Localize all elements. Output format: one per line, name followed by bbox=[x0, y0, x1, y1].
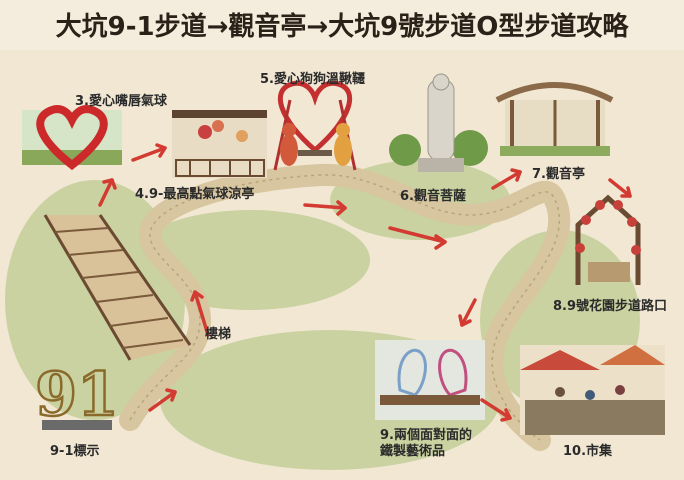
arrow-icon bbox=[480, 398, 512, 422]
stop-label-9-line1: 9.兩個面對面的 bbox=[380, 428, 472, 443]
heart-swing-illustration bbox=[273, 80, 357, 171]
arrow-icon bbox=[303, 200, 347, 216]
nine-one-sign-illustration: 91 bbox=[34, 359, 120, 432]
arrow-icon bbox=[131, 143, 167, 162]
stop-label-3: 3.愛心嘴唇氣球 bbox=[75, 94, 167, 109]
guanyin-pavilion-illustration bbox=[495, 82, 614, 156]
arrow-icon bbox=[388, 226, 447, 250]
stop-label-4: 4.9-最高點氣球涼亭 bbox=[135, 187, 255, 202]
market-illustration bbox=[520, 345, 665, 435]
arrow-icon bbox=[458, 298, 477, 327]
arrow-icon bbox=[491, 168, 522, 190]
stop-label-10: 10.市集 bbox=[563, 444, 613, 459]
staircase-illustration bbox=[43, 214, 192, 361]
heart-balloon-illustration bbox=[22, 105, 122, 171]
stop-label-9: 9.兩個面對面的 鐵製藝術品 bbox=[380, 428, 472, 460]
arrow-icon bbox=[98, 178, 117, 207]
arrow-icon bbox=[190, 290, 210, 337]
stop-label-8: 8.9號花園步道路口 bbox=[553, 299, 668, 314]
stop-label-9-line2: 鐵製藝術品 bbox=[380, 444, 446, 459]
stairs-label: 樓梯 bbox=[205, 327, 232, 342]
start-sign-label: 9-1標示 bbox=[50, 444, 100, 459]
arrow-icon bbox=[148, 388, 177, 412]
pavilion-balloons-illustration bbox=[172, 110, 267, 178]
flower-arch-illustration bbox=[575, 194, 641, 285]
guanyin-statue-illustration bbox=[389, 73, 488, 172]
sign-numerals: 91 bbox=[35, 360, 119, 430]
stop-label-5: 5.愛心狗狗溫鞦韆 bbox=[260, 72, 365, 87]
arrow-icon bbox=[608, 178, 632, 198]
stop-label-7: 7.觀音亭 bbox=[532, 167, 585, 182]
stop-label-6: 6.觀音菩薩 bbox=[400, 189, 466, 204]
page-title: 大坑9-1步道→觀音亭→大坑9號步道O型步道攻略 bbox=[55, 12, 629, 42]
route-arrows bbox=[98, 143, 632, 422]
iron-sculptures-illustration bbox=[375, 340, 485, 420]
